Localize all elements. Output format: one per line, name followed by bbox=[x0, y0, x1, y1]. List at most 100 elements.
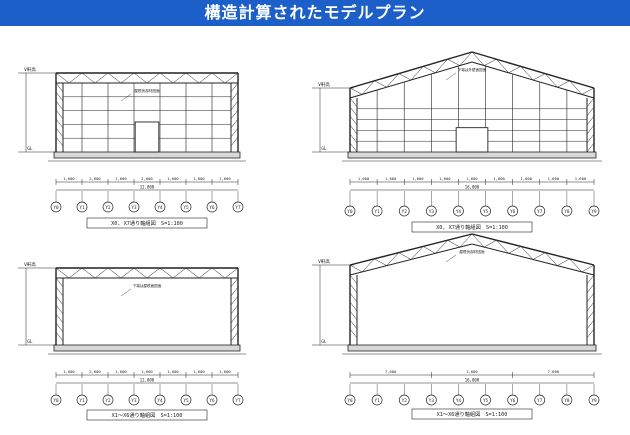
axis-label: Y3 bbox=[429, 209, 435, 215]
truss-web bbox=[198, 72, 213, 84]
column-lattice bbox=[349, 310, 358, 321]
truss-web bbox=[120, 267, 135, 279]
truss-web bbox=[211, 72, 226, 84]
door-opening bbox=[455, 127, 489, 153]
axis-label: Y3 bbox=[429, 398, 435, 404]
note-label: 屋根伏部材図面 bbox=[134, 88, 160, 93]
truss-web bbox=[410, 66, 424, 81]
level-top-label: V軒高 bbox=[318, 258, 330, 265]
truss-web bbox=[146, 72, 161, 84]
note-leader bbox=[445, 254, 457, 263]
axis-label: Y7 bbox=[235, 205, 241, 211]
truss-web bbox=[68, 72, 83, 84]
span-label: 7,600 bbox=[385, 369, 397, 374]
column-lattice bbox=[55, 136, 64, 147]
truss-web bbox=[159, 267, 174, 279]
axis-label: Y1 bbox=[375, 398, 381, 404]
span-label: 1,600 bbox=[493, 176, 505, 181]
column-lattice bbox=[55, 286, 64, 297]
top-chord bbox=[349, 233, 473, 266]
truss-web bbox=[447, 58, 460, 66]
column-lattice bbox=[55, 82, 64, 93]
column-lattice bbox=[586, 283, 595, 294]
axis-label: Y0 bbox=[347, 398, 353, 404]
column-lattice bbox=[55, 109, 64, 120]
truss-web bbox=[508, 246, 521, 254]
span-label: 1,600 bbox=[219, 176, 231, 181]
truss-web bbox=[557, 258, 570, 266]
axis-bubble bbox=[232, 201, 244, 213]
column-lattice bbox=[55, 118, 64, 129]
column-lattice bbox=[586, 328, 595, 339]
note-label: 下端は外壁面図面 bbox=[458, 67, 487, 72]
span-label: 1,600 bbox=[167, 369, 179, 374]
axis-bubble bbox=[425, 394, 437, 406]
axis-bubble bbox=[102, 201, 114, 213]
axis-label: Y5 bbox=[183, 398, 189, 404]
truss-web bbox=[55, 267, 70, 279]
axis-bubble bbox=[398, 394, 410, 406]
column-lattice bbox=[349, 124, 358, 135]
axis-label: Y4 bbox=[456, 398, 462, 404]
truss-web bbox=[185, 72, 200, 84]
span-label: 1,600 bbox=[193, 369, 205, 374]
column-lattice bbox=[230, 127, 239, 138]
truss-web bbox=[224, 72, 239, 84]
truss-web bbox=[484, 239, 497, 248]
foundation bbox=[53, 344, 241, 352]
axis-label: Y8 bbox=[564, 398, 570, 404]
truss-web bbox=[496, 59, 509, 73]
span-label: 1,600 bbox=[521, 176, 533, 181]
column-lattice bbox=[586, 310, 595, 321]
column-lattice bbox=[349, 142, 358, 153]
column-lattice bbox=[230, 136, 239, 147]
axis-label: Y7 bbox=[235, 398, 241, 404]
truss-web bbox=[362, 258, 375, 273]
axis-label: Y2 bbox=[105, 205, 111, 211]
truss-web bbox=[94, 72, 109, 84]
truss-web bbox=[447, 239, 460, 248]
column-lattice bbox=[230, 286, 239, 297]
span-label: 1,600 bbox=[412, 176, 424, 181]
truss-web bbox=[459, 51, 473, 66]
truss-web bbox=[386, 252, 399, 266]
span-label: 1,600 bbox=[167, 176, 179, 181]
span-label: 2,600 bbox=[89, 369, 101, 374]
axis-label: Y4 bbox=[157, 398, 163, 404]
span-label: 1,600 bbox=[466, 369, 478, 374]
level-bottom-label: GL bbox=[321, 339, 327, 345]
truss-web bbox=[172, 72, 187, 84]
axis-bubble bbox=[425, 205, 437, 217]
axis-label: Y5 bbox=[483, 209, 489, 215]
truss-web bbox=[185, 267, 200, 279]
axis-bubble bbox=[128, 201, 140, 213]
caption-label: X1～X6通り軸組図 S=1:100 bbox=[112, 411, 183, 419]
column-lattice bbox=[349, 97, 358, 108]
axis-bubble bbox=[588, 205, 600, 217]
axis-bubble bbox=[398, 205, 410, 217]
level-top-label: V軒高 bbox=[24, 261, 36, 268]
truss-web bbox=[146, 267, 161, 279]
span-label: 1,600 bbox=[358, 176, 370, 181]
axis-label: Y4 bbox=[157, 205, 163, 211]
truss-web bbox=[545, 73, 558, 88]
truss-web bbox=[435, 59, 448, 73]
foundation bbox=[347, 151, 597, 159]
note-leader bbox=[445, 72, 457, 81]
truss-web bbox=[410, 246, 424, 260]
truss-web bbox=[81, 72, 96, 84]
column-lattice bbox=[230, 109, 239, 120]
axis-label: Y0 bbox=[347, 209, 353, 215]
truss-web bbox=[423, 246, 436, 254]
door-opening bbox=[134, 121, 160, 153]
axis-bubble bbox=[344, 394, 356, 406]
axis-bubble bbox=[206, 394, 218, 406]
axis-bubble bbox=[371, 394, 383, 406]
span-label: 1,600 bbox=[115, 176, 127, 181]
column-lattice bbox=[349, 283, 358, 294]
caption-label: X0, X7通り軸組図 S=1:100 bbox=[436, 223, 508, 231]
column-lattice bbox=[586, 301, 595, 312]
